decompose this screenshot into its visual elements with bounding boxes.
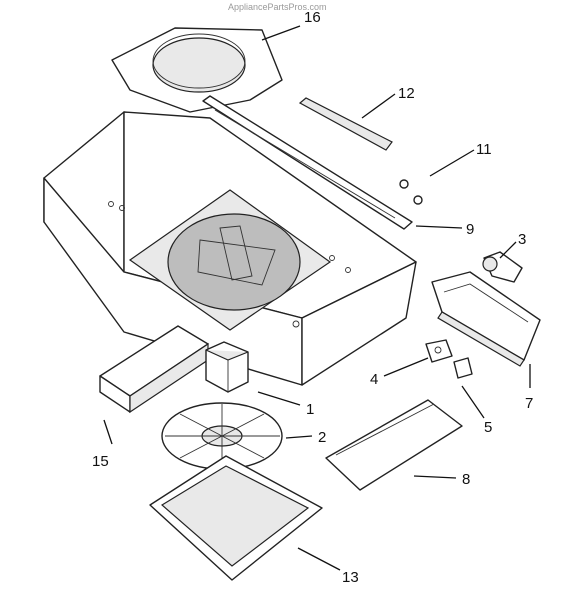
watermark-text: AppliancePartsPros.com	[228, 2, 327, 12]
callout-5: 5	[484, 419, 492, 436]
part-4-switch	[425, 339, 453, 363]
part-13-filter-frame	[149, 455, 323, 581]
callout-8: 8	[462, 471, 470, 488]
leader-lines	[103, 25, 531, 571]
part-11-screws	[399, 179, 423, 205]
callout-3: 3	[518, 231, 526, 248]
callout-11: 11	[476, 141, 492, 158]
part-7-light-housing	[431, 271, 541, 367]
part-9-front-rail	[202, 95, 413, 230]
part-1-motor	[205, 341, 249, 393]
hood-body	[43, 111, 417, 386]
part-8-cover-plate	[325, 399, 463, 491]
callout-7: 7	[525, 395, 533, 412]
callout-9: 9	[466, 221, 474, 238]
callout-16: 16	[304, 9, 321, 26]
callout-labels: 16 12 11 9 3 7 4 5 1 2 8 15 13	[92, 9, 533, 586]
part-15-bracket	[99, 325, 209, 414]
part-5-switch-knob	[453, 357, 473, 379]
part-12-strip	[298, 97, 393, 151]
part-2-blower-wheel	[161, 402, 283, 470]
callout-4: 4	[370, 371, 378, 388]
callout-1: 1	[306, 401, 314, 418]
callout-12: 12	[398, 85, 415, 102]
part-3-socket	[482, 251, 523, 283]
callout-2: 2	[318, 429, 326, 446]
callout-13: 13	[342, 569, 359, 586]
part-16-top-plate	[111, 27, 283, 113]
callout-15: 15	[92, 453, 109, 470]
